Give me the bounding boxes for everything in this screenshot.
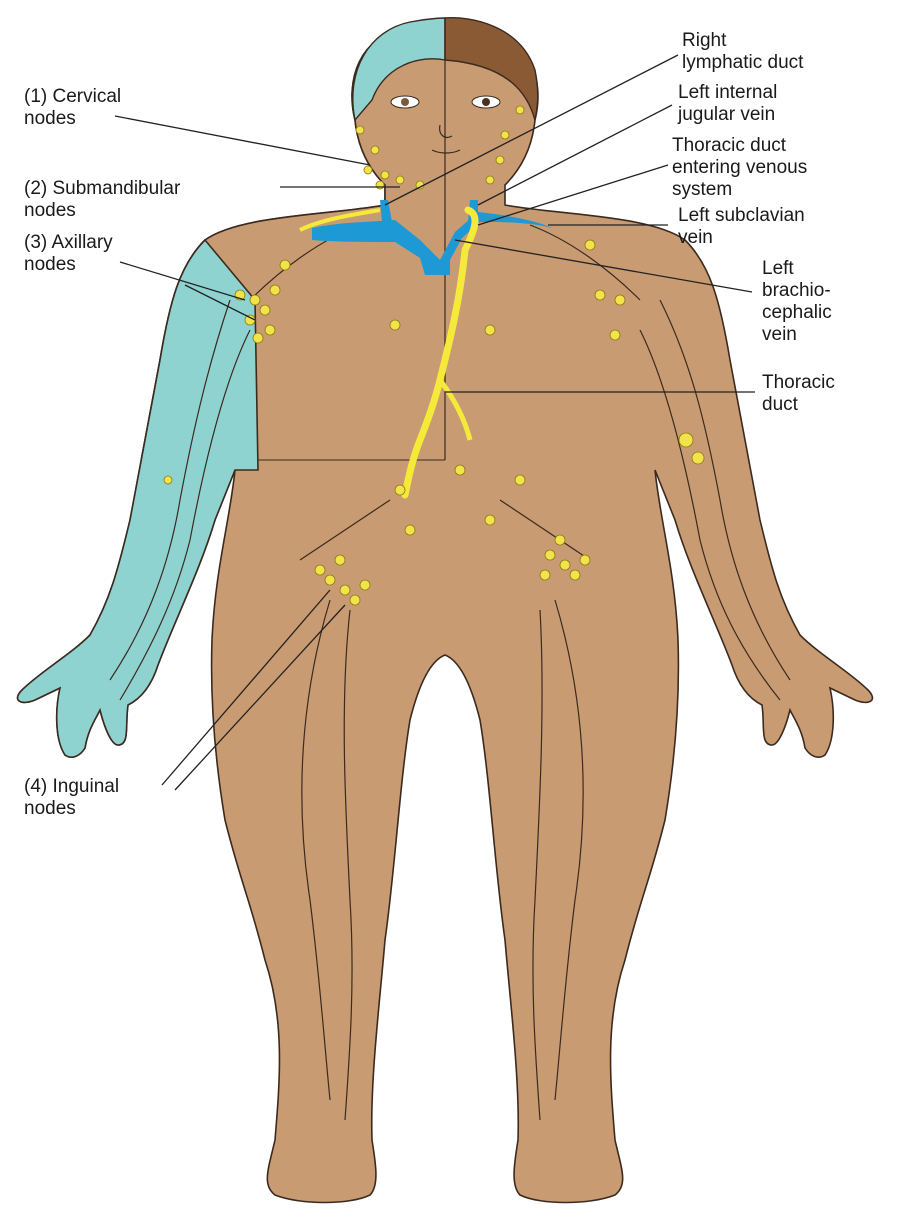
label-inguinal-nodes: (4) Inguinal nodes	[24, 776, 119, 820]
label-thoracic-duct-entering: Thoracic duct entering venous system	[672, 135, 807, 201]
label-left-subclavian-vein: Left subclavian vein	[678, 205, 805, 249]
label-left-internal-jugular-vein: Left internal jugular vein	[678, 82, 777, 126]
label-submandibular-nodes: (2) Submandibular nodes	[24, 178, 180, 222]
label-thoracic-duct: Thoracic duct	[762, 372, 835, 416]
label-right-lymphatic-duct: Right lymphatic duct	[682, 30, 803, 74]
label-axillary-nodes: (3) Axillary nodes	[24, 232, 113, 276]
label-cervical-nodes: (1) Cervical nodes	[24, 86, 121, 130]
label-left-brachiocephalic-vein: Left brachio- cephalic vein	[762, 258, 832, 346]
